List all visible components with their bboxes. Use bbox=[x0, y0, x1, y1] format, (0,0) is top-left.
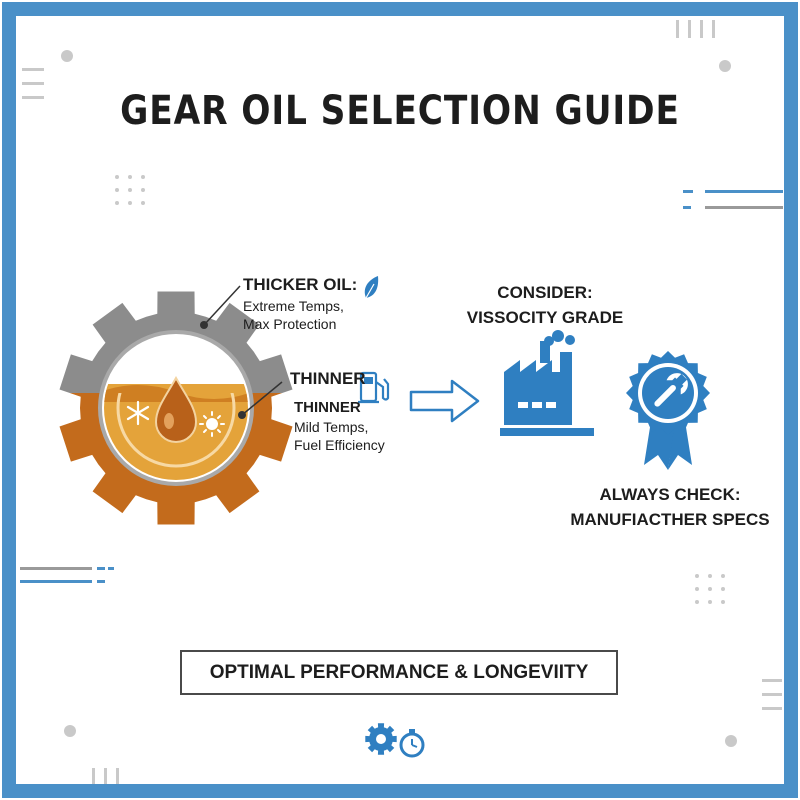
wrench-badge-icon bbox=[626, 351, 710, 470]
thick-oil-heading: THICKER OIL: bbox=[243, 275, 358, 294]
decorative-dot bbox=[708, 574, 712, 578]
factory-icon bbox=[500, 330, 594, 436]
thin-oil-heading: THINNER bbox=[294, 399, 361, 416]
arrow-right-icon bbox=[409, 379, 480, 423]
thick-oil-line1: Extreme Temps, bbox=[243, 298, 344, 314]
page-title: GEAR OIL SELECTION GUIDE bbox=[120, 88, 680, 134]
decorative-dot bbox=[115, 201, 119, 205]
performance-banner: OPTIMAL PERFORMANCE & LONGEVIITY bbox=[180, 650, 618, 695]
thin-oil-line2: Fuel Efficiency bbox=[294, 437, 385, 453]
consider-value: VISSOCITY GRADE bbox=[466, 308, 624, 327]
check-heading: ALWAYS CHECK: bbox=[599, 485, 741, 504]
decorative-dot bbox=[721, 587, 725, 591]
thick-oil-line2: Max Protection bbox=[243, 316, 337, 332]
fuel-pump-icon bbox=[358, 371, 390, 404]
decorative-dot bbox=[128, 201, 132, 205]
decorative-dot bbox=[115, 188, 119, 192]
thin-oil-heading-top: THINNER bbox=[290, 369, 366, 388]
decorative-dot bbox=[128, 188, 132, 192]
decorative-dot bbox=[708, 587, 712, 591]
sun-icon bbox=[199, 411, 225, 437]
decorative-dot bbox=[141, 188, 145, 192]
decorative-dot bbox=[115, 175, 119, 179]
consider-heading: CONSIDER: bbox=[497, 283, 593, 302]
snowflake-icon bbox=[126, 400, 150, 426]
decorative-dot bbox=[695, 574, 699, 578]
oil-drop-icon bbox=[364, 276, 379, 299]
decorative-dot bbox=[695, 600, 699, 604]
decorative-dot bbox=[141, 201, 145, 205]
gears-stopwatch-icon bbox=[365, 723, 425, 758]
oil-gear-illustration bbox=[59, 285, 293, 525]
thin-oil-line1: Mild Temps, bbox=[294, 419, 369, 435]
decorative-dot bbox=[721, 574, 725, 578]
check-value: MANUFIACTHER SPECS bbox=[570, 510, 770, 529]
decorative-dot bbox=[695, 587, 699, 591]
decorative-dot bbox=[141, 175, 145, 179]
decorative-dot bbox=[128, 175, 132, 179]
decorative-marks bbox=[20, 20, 783, 784]
decorative-dot bbox=[721, 600, 725, 604]
decorative-dot bbox=[708, 600, 712, 604]
